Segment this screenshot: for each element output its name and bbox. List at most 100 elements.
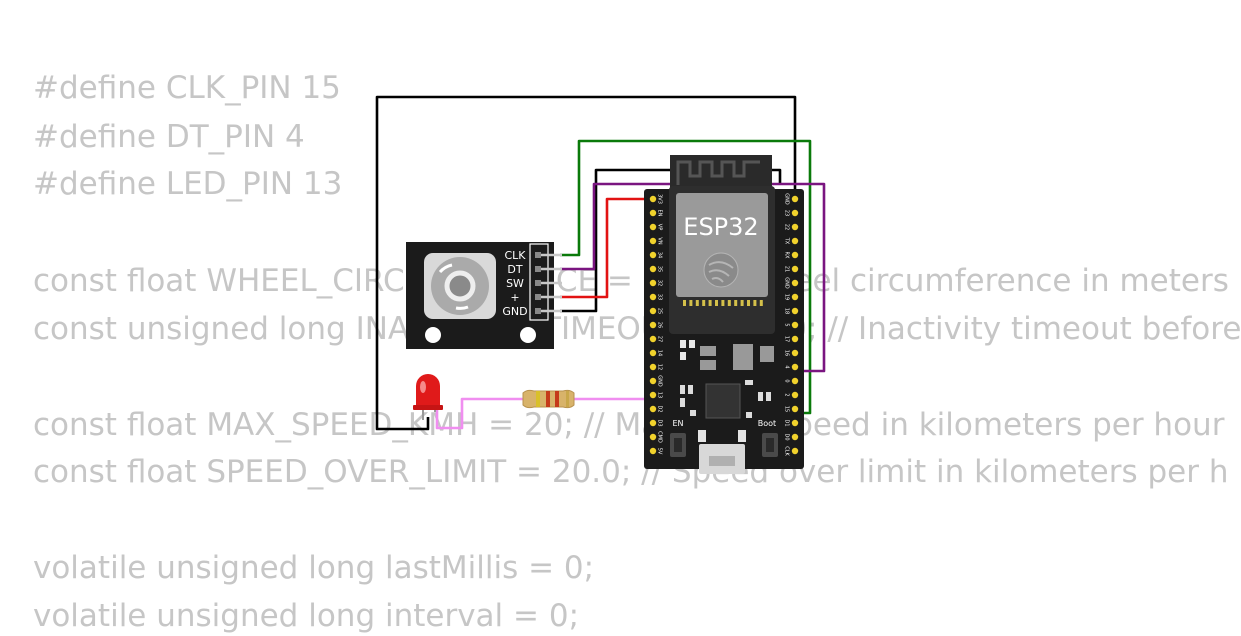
esp32-pin-label: GND — [784, 193, 790, 205]
esp32-pin-label: 26 — [657, 322, 663, 328]
esp32-pin-headers: 3V3ENVPVN343532332526271412GND13D2D3CMD5… — [649, 193, 799, 456]
esp32-pin-label: VN — [657, 237, 663, 244]
esp32-pin[interactable] — [791, 349, 799, 357]
esp32-pin-label: 23 — [784, 210, 790, 216]
esp32-pin[interactable] — [791, 293, 799, 301]
esp32-pin[interactable] — [791, 237, 799, 245]
module-pad — [747, 300, 750, 306]
esp32-pin[interactable] — [649, 251, 657, 259]
boot-button-label: Boot — [758, 419, 776, 428]
led-body — [416, 374, 440, 409]
module-pads — [683, 300, 763, 306]
red-led[interactable] — [413, 374, 443, 420]
code-line: #define LED_PIN 13 — [33, 166, 343, 202]
esp32-pin[interactable] — [791, 279, 799, 287]
voltage-regulator — [680, 340, 774, 370]
esp32-pin-label: D2 — [657, 405, 663, 412]
resistor-band — [536, 391, 540, 407]
module-pad — [708, 300, 712, 306]
esp32-pin[interactable] — [791, 419, 799, 427]
esp32-pin-label: D3 — [657, 419, 663, 426]
mounting-hole — [425, 327, 441, 343]
encoder-pin-pad — [535, 280, 541, 286]
esp32-pin[interactable] — [791, 307, 799, 315]
esp32-pin-label: CMD — [657, 431, 663, 443]
module-pad — [740, 300, 744, 306]
esp32-pin[interactable] — [791, 405, 799, 413]
code-line: #define DT_PIN 4 — [33, 119, 305, 155]
wire-vcc[interactable] — [560, 197, 653, 299]
wire-gnd-encoder[interactable] — [560, 168, 782, 313]
esp32-pin[interactable] — [791, 195, 799, 203]
esp32-pin[interactable] — [649, 237, 657, 245]
esp32-pin[interactable] — [791, 391, 799, 399]
encoder-pin-pad — [535, 294, 541, 300]
esp32-pin-label: 4 — [784, 365, 790, 368]
resistor[interactable] — [522, 389, 575, 409]
esp32-pin-label: RX — [784, 252, 790, 259]
en-button[interactable] — [670, 433, 686, 457]
esp32-pin-label: 18 — [784, 308, 790, 314]
esp32-pin-label: 17 — [784, 336, 790, 342]
esp32-pin[interactable] — [649, 377, 657, 385]
esp32-pin[interactable] — [649, 293, 657, 301]
esp32-pin[interactable] — [791, 433, 799, 441]
esp32-pin-label: 16 — [784, 350, 790, 356]
esp32-pin-label: 33 — [657, 294, 663, 300]
esp32-pin[interactable] — [649, 307, 657, 315]
code-editor-background: #define CLK_PIN 15 #define DT_PIN 4 #defin… — [33, 0, 1241, 634]
resistor-band — [555, 391, 559, 407]
esp32-pin[interactable] — [649, 363, 657, 371]
esp32-pin[interactable] — [649, 195, 657, 203]
esp32-pin[interactable] — [649, 433, 657, 441]
esp32-pin-label: 12 — [657, 364, 663, 370]
encoder-pin-pad — [535, 266, 541, 272]
esp32-pin-label: 3V3 — [657, 194, 663, 204]
esp32-pin[interactable] — [791, 265, 799, 273]
espressif-logo-icon — [703, 252, 739, 288]
esp32-pin[interactable] — [791, 209, 799, 217]
esp32-pin-label: 2 — [784, 393, 790, 396]
esp32-pin[interactable] — [791, 377, 799, 385]
esp32-pin[interactable] — [649, 419, 657, 427]
antenna-trace — [676, 160, 760, 185]
esp32-pin[interactable] — [649, 321, 657, 329]
rotate-arrow-icon — [455, 305, 469, 310]
esp32-pin[interactable] — [649, 349, 657, 357]
module-pad — [759, 300, 763, 306]
wire-gnd-led[interactable] — [375, 95, 797, 431]
esp32-pin[interactable] — [649, 279, 657, 287]
en-button-label: EN — [672, 419, 683, 428]
esp32-pin[interactable] — [791, 335, 799, 343]
esp32-pin-label: 0 — [784, 379, 790, 382]
esp32-pin[interactable] — [649, 265, 657, 273]
esp32-pin-label: 34 — [657, 252, 663, 258]
esp32-pin[interactable] — [649, 335, 657, 343]
esp32-pin[interactable] — [791, 447, 799, 455]
module-pad — [702, 300, 706, 306]
esp32-pin-label: 35 — [657, 266, 663, 272]
esp32-pin[interactable] — [649, 405, 657, 413]
led-rim — [413, 405, 443, 410]
code-line: const float SPEED_OVER_LIMIT = 20.0; // … — [33, 454, 1229, 490]
esp32-devkit[interactable]: ESP32 EN — [644, 155, 804, 474]
esp32-pin[interactable] — [791, 363, 799, 371]
esp32-pin-label: CLK — [784, 446, 790, 456]
esp32-pin[interactable] — [649, 209, 657, 217]
module-pad — [734, 300, 738, 306]
wire-clk[interactable] — [560, 139, 812, 415]
esp32-pin[interactable] — [791, 251, 799, 259]
esp32-pin-label: GND — [784, 277, 790, 289]
code-line: #define CLK_PIN 15 — [33, 70, 341, 106]
micro-usb-port[interactable] — [698, 430, 746, 474]
module-pad — [721, 300, 725, 306]
esp32-pin[interactable] — [791, 321, 799, 329]
esp32-pin[interactable] — [649, 447, 657, 455]
encoder-pin-label: GND — [502, 305, 527, 318]
esp32-pin[interactable] — [649, 391, 657, 399]
esp32-pin[interactable] — [649, 223, 657, 231]
esp32-pin-label: 32 — [657, 280, 663, 286]
boot-button[interactable] — [762, 433, 778, 457]
esp32-pin[interactable] — [791, 223, 799, 231]
